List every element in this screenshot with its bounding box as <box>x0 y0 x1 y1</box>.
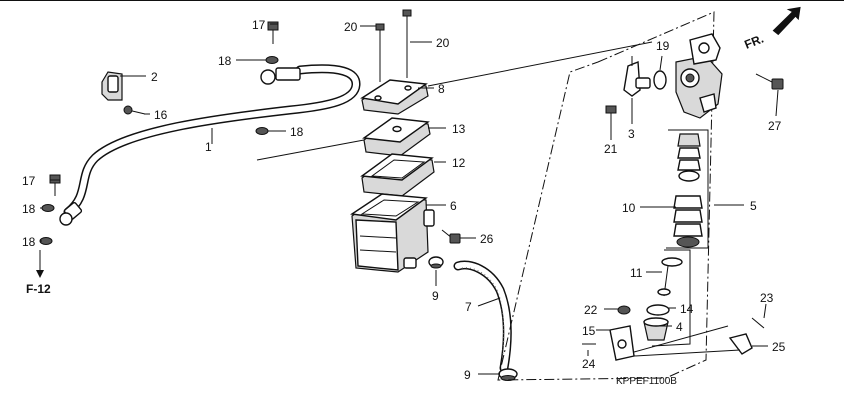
callout-leaders <box>40 23 779 375</box>
callout-9-lower: 9 <box>464 368 471 382</box>
callout-4: 4 <box>676 320 683 334</box>
callout-24: 24 <box>582 357 596 371</box>
reservoir-cap-8-part <box>360 79 429 115</box>
rod-group-bracket <box>651 249 691 347</box>
callout-21: 21 <box>604 142 618 156</box>
brake-hose-part <box>59 64 361 226</box>
callout-19: 19 <box>656 39 670 53</box>
callout-10: 10 <box>622 201 636 215</box>
master-cylinder-assembly-outline <box>497 11 715 381</box>
leader-group-a <box>256 139 365 161</box>
boot-4-part <box>643 317 669 341</box>
callout-1: 1 <box>205 140 212 154</box>
push-rod-11-part <box>657 257 683 297</box>
callout-26: 26 <box>480 232 494 246</box>
upper-hose-fitting <box>275 67 301 81</box>
callout-25: 25 <box>772 340 786 354</box>
sealing-washer-18-lower-a <box>41 204 55 212</box>
banjo-bolt-17-lower-part <box>49 174 61 196</box>
callout-17-lower: 17 <box>22 174 36 188</box>
upper-banjo-fitting <box>260 69 276 85</box>
sealing-washer-18-mid <box>255 127 269 135</box>
bolt-16-part <box>123 105 146 115</box>
hose-joint-3-part <box>623 56 651 97</box>
callout-3: 3 <box>628 127 635 141</box>
callout-17-upper: 17 <box>252 18 266 32</box>
leader-joint-a <box>633 325 729 353</box>
callout-11: 11 <box>630 266 643 280</box>
callout-22: 22 <box>584 303 598 317</box>
callout-20-left: 20 <box>344 20 358 34</box>
diaphragm-plate-13-part <box>362 117 431 157</box>
lower-banjo-fitting <box>59 212 73 226</box>
reservoir-hose-7-part <box>453 260 512 373</box>
callout-18-upper: 18 <box>218 54 232 68</box>
callout-9-upper: 9 <box>432 289 439 303</box>
hose-clamp-part <box>101 71 123 101</box>
hose-clip-9-upper-part <box>428 256 444 269</box>
nut-22-part <box>617 305 631 315</box>
callout-8: 8 <box>438 82 445 96</box>
reservoir-6-part <box>350 193 435 273</box>
cotter-25-part <box>728 333 753 355</box>
callout-27: 27 <box>768 119 782 133</box>
f12-arrow-head <box>36 270 44 278</box>
callout-15: 15 <box>582 324 596 338</box>
boot-14-part <box>646 304 670 316</box>
hose-clip-9-lower-part <box>498 368 518 381</box>
o-ring-19-part <box>653 70 667 90</box>
callout-6: 6 <box>450 199 457 213</box>
clevis-joint-15-part <box>609 325 635 361</box>
callout-2: 2 <box>151 70 158 84</box>
piston-spring-10-part <box>673 133 703 248</box>
front-arrow-icon <box>772 6 801 36</box>
banjo-bolt-17-upper-part <box>267 21 279 44</box>
piston-group-bracket <box>666 129 709 249</box>
diaphragm-12-part <box>360 153 435 197</box>
master-cylinder-body-part <box>675 33 723 119</box>
callout-18-lower-a: 18 <box>22 202 36 216</box>
bolt-26-part <box>441 229 461 244</box>
callout-16: 16 <box>154 108 168 122</box>
leader-joint-b <box>633 349 741 357</box>
front-indicator-label: FR. <box>742 32 765 52</box>
callout-14: 14 <box>680 302 694 316</box>
screw-20-right-part <box>402 9 412 78</box>
callout-23: 23 <box>760 291 774 305</box>
callout-18-lower-b: 18 <box>22 235 36 249</box>
callout-18-mid: 18 <box>290 125 304 139</box>
reference-label: F-12 <box>26 282 51 296</box>
leader-group-b <box>427 41 653 87</box>
bolt-27-part <box>755 73 784 90</box>
callout-5: 5 <box>750 199 757 213</box>
callout-20-right: 20 <box>436 36 450 50</box>
callout-13: 13 <box>452 122 466 136</box>
pin-23-part <box>751 317 765 329</box>
callout-12: 12 <box>452 156 466 170</box>
screw-21-part <box>605 105 617 124</box>
sealing-washer-18-upper <box>265 56 279 64</box>
diagram-code: KPPEF1100B <box>616 376 677 387</box>
callout-7: 7 <box>465 300 472 314</box>
screw-20-left-part <box>375 23 385 82</box>
